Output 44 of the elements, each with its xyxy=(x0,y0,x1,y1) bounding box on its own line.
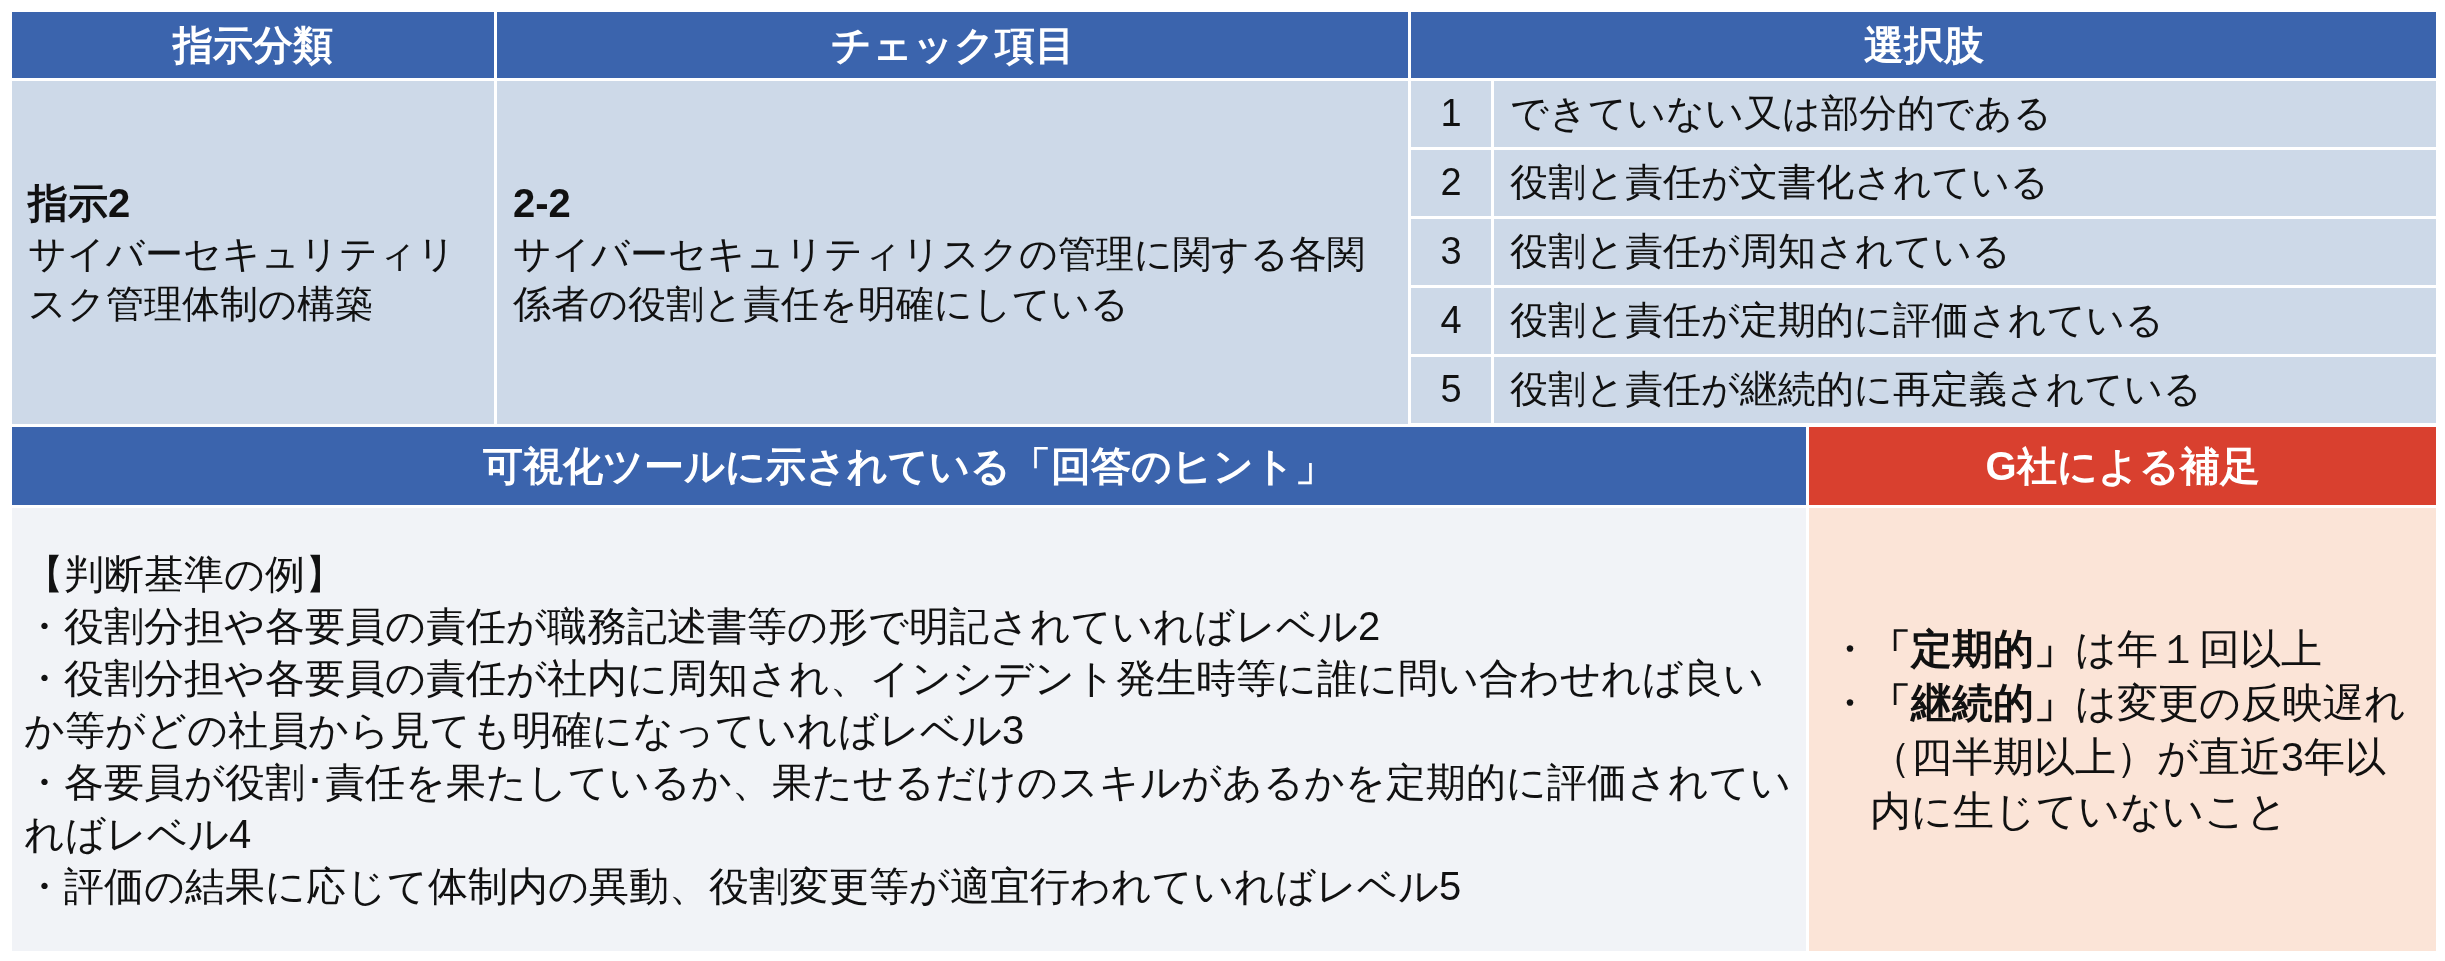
table-cell xyxy=(1411,219,1491,285)
header-cell xyxy=(12,427,1806,505)
table-cell xyxy=(1494,288,2436,354)
body-text: サイバーセキュリティリスク管理体制の構築 xyxy=(28,231,457,327)
header-text: チェック項目 xyxy=(830,22,1075,69)
option-number: 1 xyxy=(1440,91,1462,137)
option-text: 役割と責任が文書化されている xyxy=(1510,160,2050,206)
list-item: ・「継続的」は変更の反映遅れ（四半期以上）が直近3年以内に生じていないこと xyxy=(1829,678,2407,836)
list-item: ・役割分担や各要員の責任が職務記述書等の形で明記されていればレベル2 xyxy=(24,602,1382,650)
table-cell xyxy=(12,81,494,424)
header-text: 可視化ツールに示されている「回答のヒント」 xyxy=(483,443,1335,490)
header-text: G社による補足 xyxy=(1985,443,2260,490)
header-cell xyxy=(1809,427,2436,505)
option-text: 役割と責任が定期的に評価されている xyxy=(1510,298,2165,344)
table-cell xyxy=(1411,288,1491,354)
header-cell xyxy=(497,12,1408,78)
heading-text: 指示2 xyxy=(28,179,132,227)
heading-text: 2-2 xyxy=(513,179,572,227)
header-cell xyxy=(1411,12,2436,78)
table-cell xyxy=(1809,508,2436,951)
table-cell xyxy=(1411,357,1491,423)
list-item: ・評価の結果に応じて体制内の異動、役割変更等が適宜行われていればレベル5 xyxy=(24,862,1463,910)
option-text: できていない又は部分的である xyxy=(1510,91,2053,137)
list-item: ・「定期的」は年１回以上 xyxy=(1829,624,2323,674)
option-text: 役割と責任が周知されている xyxy=(1510,229,2012,275)
body-text: サイバーセキュリティリスクの管理に関する各関係者の役割と責任を明確にしている xyxy=(513,231,1366,327)
section-heading: 【判断基準の例】 xyxy=(24,550,346,598)
header-cell xyxy=(12,12,494,78)
table-cell xyxy=(1494,150,2436,216)
table-cell xyxy=(1494,219,2436,285)
option-number: 4 xyxy=(1440,298,1462,344)
table-cell xyxy=(1411,81,1491,147)
header-text: 選択肢 xyxy=(1863,22,1984,69)
option-text: 役割と責任が継続的に再定義されている xyxy=(1510,367,2203,413)
option-number: 5 xyxy=(1440,367,1462,413)
table-cell xyxy=(1411,150,1491,216)
table-cell xyxy=(1494,81,2436,147)
list-item: ・各要員が役割･責任を果たしているか、果たせるだけのスキルがあるかを定期的に評価されていればレベル4 xyxy=(24,758,1792,858)
option-number: 3 xyxy=(1440,229,1462,275)
header-text: 指示分類 xyxy=(173,22,333,69)
table-cell xyxy=(1494,357,2436,423)
table-cell xyxy=(497,81,1408,424)
option-number: 2 xyxy=(1440,160,1462,206)
list-item: ・役割分担や各要員の責任が社内に周知され、インシデント発生時等に誰に問い合わせれば良いか等がどの社員から見ても明確になっていればレベル3 xyxy=(24,654,1765,754)
